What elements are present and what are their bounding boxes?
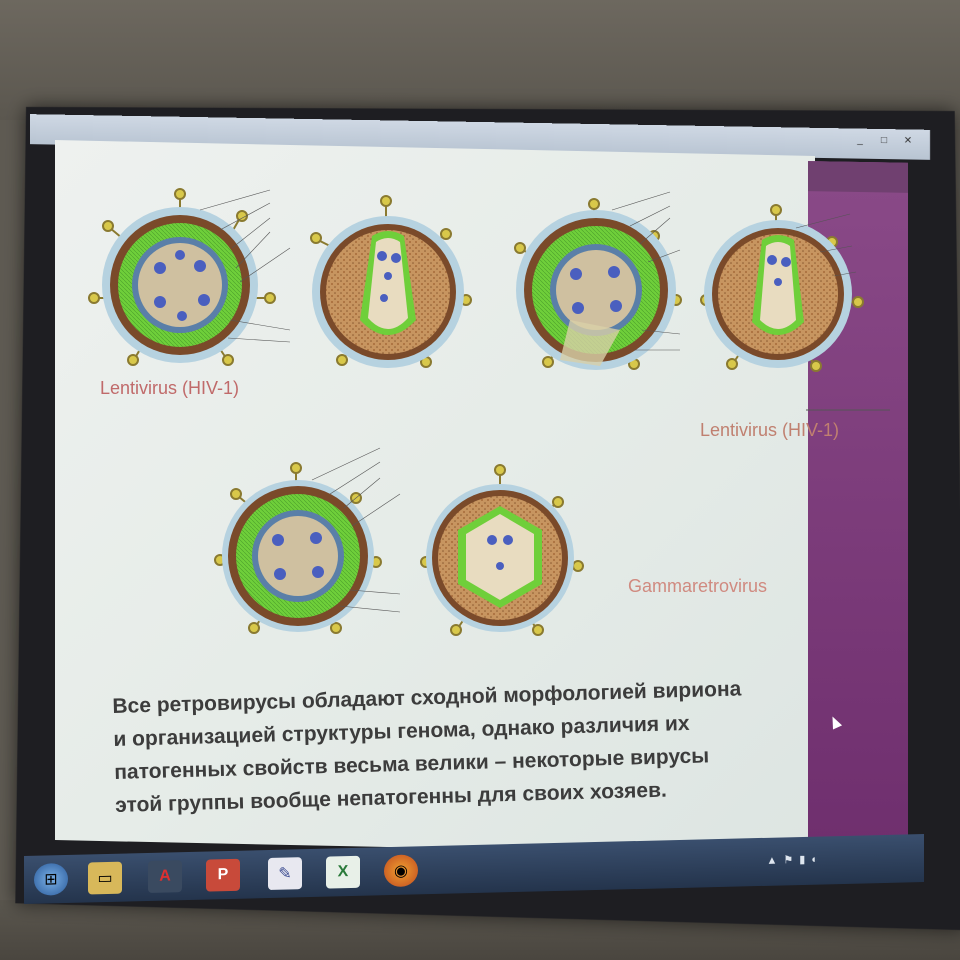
- windows-start-icon[interactable]: ⊞: [34, 862, 68, 896]
- virion-gamma-mature: [214, 462, 382, 634]
- powerpoint-icon[interactable]: P: [206, 858, 240, 892]
- virion-lenti-cone: [310, 195, 472, 368]
- virion-lenti2-mature: [514, 198, 682, 370]
- virion-gamma-hex: [420, 464, 584, 636]
- virion-lenti2-cone: [700, 204, 864, 372]
- acrobat-icon[interactable]: A: [148, 860, 182, 893]
- paint-icon[interactable]: ✎: [268, 857, 302, 891]
- label-lentivirus-right: Lentivirus (HIV-1): [700, 420, 840, 440]
- excel-icon[interactable]: X: [326, 855, 360, 889]
- annotation-lines: [199, 189, 857, 613]
- taskbar-clock[interactable]: [834, 844, 904, 872]
- system-tray-icons[interactable]: ▲⚑▮◐: [766, 853, 824, 867]
- slide-body-text: Все ретровирусы обладают сходной морфоло…: [112, 671, 795, 822]
- file-explorer-icon[interactable]: ▭: [88, 861, 122, 895]
- firefox-icon[interactable]: ◉: [384, 854, 418, 888]
- virion-lenti-mature: [88, 188, 276, 366]
- label-gammaretrovirus: Gammaretrovirus: [628, 576, 768, 596]
- wall-top: [0, 0, 960, 120]
- label-lentivirus-left: Lentivirus (HIV-1): [100, 378, 240, 398]
